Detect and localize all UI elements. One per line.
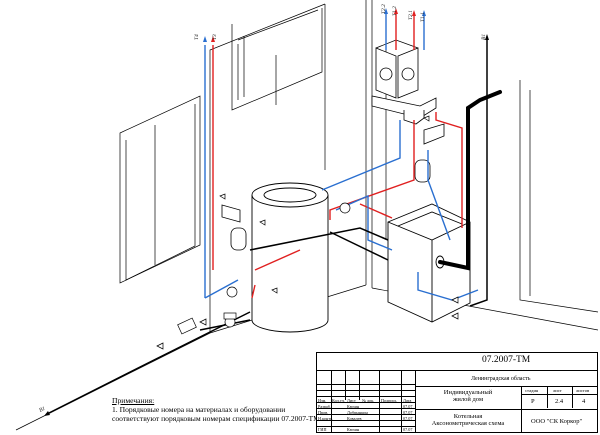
sheets-value: 4 [582, 398, 586, 405]
label-b1-top: B1 [481, 34, 487, 40]
label-t2-2: T2.2 [381, 4, 387, 14]
sheet-header: лист [553, 388, 562, 393]
row-date-2: 07.07 [403, 416, 413, 421]
sheets-header: листов [576, 388, 590, 393]
label-t1-2: T1.2 [392, 6, 398, 16]
company-name: ООО "СК Коркор" [531, 418, 583, 425]
sheet-title: Котельная Аксонометрическая схема [417, 413, 519, 427]
storage-tank [251, 182, 329, 333]
document-code: 07.2007-ТМ [482, 355, 531, 365]
title-block: 07.2007-ТМ Ленинградская область Индивид… [316, 352, 598, 433]
row-name-1: Добрынкин [347, 410, 368, 415]
col-header-list: Лист [347, 398, 356, 403]
row-role-2: Н.контр. [318, 416, 334, 421]
col-header-koluch: Кол.уч. [332, 398, 346, 403]
return-pipes [204, 14, 479, 301]
row-name-0: Кюзин [347, 404, 360, 409]
label-b1-bottom: B1 [38, 406, 46, 414]
region: Ленинградская область [471, 376, 531, 382]
row-date-0: 07.07 [403, 404, 413, 409]
stage-value: Р [531, 398, 535, 405]
row-role-0: Разраб. [318, 404, 331, 409]
notes: Примечания: 1. Порядковые номера на мате… [112, 396, 327, 423]
stage-header: стадия [525, 388, 539, 393]
label-t3: T3 [212, 34, 218, 40]
notes-heading: Примечания: [112, 396, 155, 405]
label-t4: T4 [193, 34, 200, 40]
row-role-1: Пров. [318, 410, 329, 415]
label-t2-1: T2.1 [408, 10, 414, 20]
col-header-izm: Изм. [318, 398, 327, 403]
sheet-title-line-2: Аксонометрическая схема [431, 420, 505, 427]
expansion-tanks [221, 123, 445, 251]
cold-water-pipes [46, 40, 488, 415]
circulation-units [371, 39, 437, 125]
row-name-2: Ковалев [347, 416, 362, 421]
notes-line-2: соответствуют порядковым номерам специфи… [112, 414, 327, 423]
notes-line-1: 1. Порядковые номера на материалах и обо… [112, 405, 286, 414]
row-role-3: ГИП [318, 427, 327, 432]
object-name: Индивидуальный жилой дом [417, 389, 519, 403]
col-header-ndok: № док. [362, 398, 375, 403]
col-header-podpis: Подпись [381, 398, 397, 403]
label-t1-1: T1.1 [420, 12, 426, 22]
flow-arrows [44, 8, 489, 416]
object-line-1: Индивидуальный [443, 389, 493, 396]
boiler [387, 203, 471, 323]
sheet-value: 2.4 [555, 398, 564, 405]
col-header-data: Дата [403, 398, 412, 403]
row-name-3: Кюзин [347, 427, 360, 432]
sheet-title-line-1: Котельная [453, 413, 483, 420]
supply-pipes [212, 14, 463, 299]
row-date-3: 07.07 [403, 427, 413, 432]
pipe-labels: T4 T3 T2.2 T1.2 T2.1 T1.1 B1 B1 [38, 4, 487, 414]
valves-fittings [156, 115, 459, 350]
row-date-1: 07.07 [403, 410, 413, 415]
flue-pipe [438, 90, 502, 271]
object-line-2: жилой дом [452, 396, 484, 403]
